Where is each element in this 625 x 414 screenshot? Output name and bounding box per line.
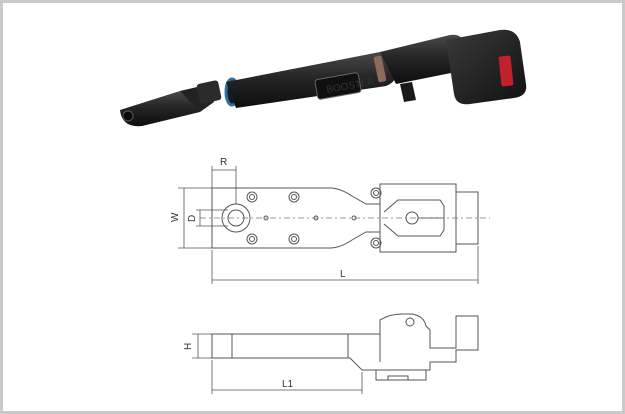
- dim-label-h: H: [183, 343, 194, 350]
- dim-label-w: W: [170, 212, 181, 222]
- top-view-drawing: [211, 183, 479, 253]
- tool-photo: BOOSTER: [120, 29, 527, 127]
- dim-label-r: R: [220, 157, 227, 168]
- battery-pack: [446, 29, 527, 105]
- tool-handle: [380, 34, 466, 84]
- crowfoot-head: [120, 80, 222, 127]
- dim-label-d: D: [187, 215, 198, 222]
- dim-label-l1: L1: [282, 379, 294, 390]
- top-view-dimensions: [178, 166, 479, 284]
- side-view-drawing: [211, 313, 479, 381]
- trigger: [400, 82, 416, 102]
- handle-ring: [373, 55, 387, 83]
- side-view-dimensions: [192, 333, 363, 394]
- tool-body: [226, 51, 396, 108]
- dim-label-l: L: [340, 269, 346, 280]
- battery-label: [498, 55, 514, 87]
